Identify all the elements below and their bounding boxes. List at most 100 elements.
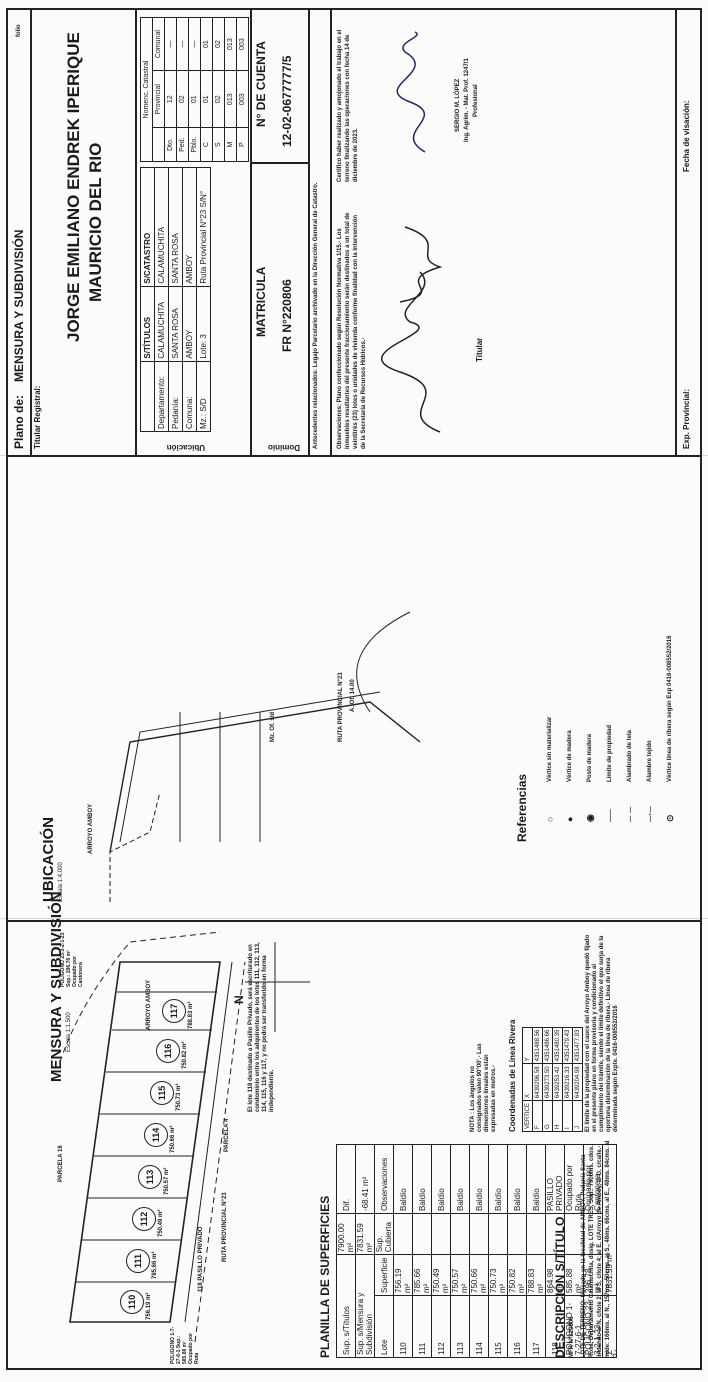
planilla-obs: Baldío bbox=[412, 1144, 432, 1214]
ubicacion-catastro: AMBOY bbox=[182, 167, 197, 287]
plano-value: MENSURA Y SUBDIVISIÓN bbox=[12, 229, 26, 382]
profesional-title: Ing. Agrim. - Mat. Prof. 1247/1 bbox=[464, 58, 470, 142]
coord-col-y: Y bbox=[522, 1027, 533, 1064]
ruta-value: Ruta Provincial N°23 S/N° bbox=[196, 167, 211, 287]
lot-number: 114 bbox=[144, 1123, 168, 1147]
sup-titulos-label: Sup. s/Títulos bbox=[336, 1254, 356, 1358]
planilla-cubierta bbox=[526, 1213, 546, 1255]
nomenc-provincial-value: 013 bbox=[224, 70, 237, 128]
planilla-obs: Baldío bbox=[488, 1144, 508, 1214]
planilla-sup: 785.66 m² bbox=[412, 1254, 432, 1296]
ubicacion-catastro: CALAMUCHITA bbox=[154, 167, 169, 287]
coord-cell: 6439204.98 bbox=[572, 1063, 583, 1101]
folio-label: folio bbox=[16, 24, 22, 37]
nomenc-key: Ped. bbox=[176, 127, 189, 162]
descripcion-title: DESCRIPCIÓN S/TÍTULO bbox=[553, 1216, 567, 1358]
divider bbox=[250, 162, 308, 164]
lot-surface: 750.73 m² bbox=[176, 1083, 182, 1111]
coord-cell: 4351477.93 bbox=[572, 1027, 583, 1064]
nomenc-title: Nomenc. Catastral bbox=[140, 17, 153, 162]
nomenc-provincial-value: 01 bbox=[188, 70, 201, 128]
sup-mensura-label: Sup. s/Mensura y Subdivisión bbox=[355, 1254, 375, 1358]
planilla-title: PLANILLA DE SUPERFICIES bbox=[318, 1195, 332, 1358]
col-superficie: Superficie bbox=[374, 1254, 394, 1296]
planilla-lote: 111 bbox=[412, 1295, 432, 1358]
matricula-value: FR N°220806 bbox=[280, 279, 294, 352]
cuenta-label: N° DE CUENTA bbox=[254, 41, 268, 127]
nomenc-comunal-value: — bbox=[188, 17, 201, 71]
divider bbox=[675, 8, 677, 457]
pasillo-label: 118 PASILLO PRIVADO bbox=[198, 1226, 204, 1292]
referencia-symbol-icon: ─·─ bbox=[645, 806, 655, 822]
coord-cell: 4351480.35 bbox=[552, 1027, 563, 1064]
descripcion-mfr: MFR N°220806 bbox=[569, 1316, 575, 1358]
nomenc-provincial-value: 003 bbox=[236, 70, 249, 128]
divider bbox=[250, 8, 252, 457]
matricula-label: MATRICULA bbox=[254, 266, 268, 337]
nomenc-key: Pblo. bbox=[188, 127, 201, 162]
referencia-symbol-icon: ○ bbox=[545, 816, 555, 822]
nomenc-comunal-value: — bbox=[164, 17, 177, 71]
observaciones-text: Observaciones: Plano confeccionado según… bbox=[337, 212, 367, 449]
nomenc-row: Pblo.01— bbox=[188, 17, 201, 162]
col-catastro: S/CATASTRO bbox=[140, 167, 155, 287]
referencia-symbol-icon: ● bbox=[565, 816, 575, 822]
referencia-label: Vértice de madera bbox=[567, 730, 573, 782]
planilla-cubierta bbox=[412, 1213, 432, 1255]
nota-angulos: NOTA : Los ángulos no consignados valen … bbox=[470, 1043, 497, 1132]
arroyo-label: ARROYO AMBOY bbox=[146, 979, 152, 1030]
planilla-obs: PASILLO PRIVADO bbox=[545, 1144, 565, 1214]
planilla-obs: Baldío bbox=[431, 1144, 451, 1214]
planilla-cubierta bbox=[507, 1213, 527, 1255]
lot-number: 112 bbox=[132, 1207, 156, 1231]
referencias-title: Referencias bbox=[515, 773, 529, 842]
planilla-sup: 750.73 m² bbox=[488, 1254, 508, 1296]
planilla-cubierta bbox=[393, 1213, 413, 1255]
planilla-cubierta bbox=[431, 1213, 451, 1255]
antecedentes-text: Antecedentes relacionados: Legajo Parcel… bbox=[313, 182, 319, 449]
planilla-cubierta bbox=[469, 1213, 489, 1255]
nomenc-comunal: Comunal bbox=[152, 17, 165, 71]
parcela-bottom-label: PARCELA 4 bbox=[224, 1118, 230, 1152]
referencia-label: Vértice sin materializar bbox=[547, 716, 553, 782]
planilla-lote: 113 bbox=[450, 1295, 470, 1358]
col-sup-cubierta: Sup. Cubierta bbox=[374, 1213, 394, 1255]
ubicacion-ruta: RUTA PROVINCIAL N°23 bbox=[338, 672, 344, 742]
divider bbox=[308, 8, 310, 457]
lot-number: 116 bbox=[156, 1039, 180, 1063]
planilla-cubierta bbox=[488, 1213, 508, 1255]
lote-value: Lote: 3 bbox=[196, 286, 211, 362]
ubicacion-row-label: Departamento: bbox=[154, 361, 169, 432]
coord-col-vertice: VERTICE bbox=[522, 1100, 533, 1132]
nota-pasillo: El lote 118 destinado a Pasillo Privado,… bbox=[248, 942, 275, 1112]
planilla-sup: 750.82 m² bbox=[507, 1254, 527, 1296]
certifico-text: Certifico haber realizado y amojonado el… bbox=[337, 29, 359, 182]
location-map-drawing bbox=[109, 611, 421, 902]
coord-cell: 6439253.42 bbox=[552, 1063, 563, 1101]
coord-col-x: X bbox=[522, 1063, 533, 1101]
planilla-sup: 788.83 m² bbox=[526, 1254, 546, 1296]
coord-cell: 4351479.43 bbox=[562, 1027, 573, 1064]
nomenc-key: Dto. bbox=[164, 127, 177, 162]
lot-surface: 750.57 m² bbox=[164, 1167, 170, 1195]
titular-label: Titular Registral: bbox=[33, 385, 42, 449]
planilla-cubierta bbox=[450, 1213, 470, 1255]
dominio-side-label: Dominio bbox=[268, 443, 300, 452]
coord-cell: G bbox=[542, 1100, 553, 1132]
planilla-lote: 112 bbox=[431, 1295, 451, 1358]
referencia-label: Alambrado de tela bbox=[627, 729, 633, 782]
cuenta-value: 12-02-0677777/5 bbox=[280, 55, 294, 147]
ruta-label: RUTA PROVINCIAL N°23 bbox=[222, 1192, 228, 1262]
descripcion-text: LOTE DE TERRENO: Ubicado en la localidad… bbox=[581, 1140, 619, 1358]
referencia-label: Poste de madera bbox=[587, 733, 593, 782]
